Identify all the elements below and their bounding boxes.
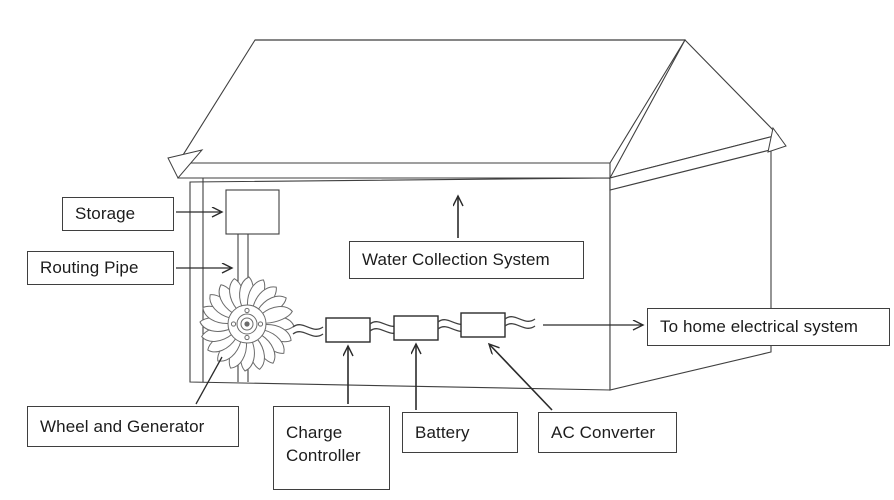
label-wheel-and-generator[interactable]: Wheel and Generator xyxy=(27,406,239,447)
label-storage-text: Storage xyxy=(75,204,136,224)
electrical-component-chain xyxy=(292,312,536,343)
house-roof xyxy=(167,39,787,191)
ac-converter-unit xyxy=(460,312,506,338)
connector-arrows xyxy=(176,196,643,411)
water-wheel-turbine xyxy=(199,276,295,372)
label-charge-controller-line2: Controller xyxy=(286,446,361,466)
leader-wheel-and-generator xyxy=(195,356,223,405)
label-to-home-electrical-system-text: To home electrical system xyxy=(660,317,859,337)
label-water-collection-system-text: Water Collection System xyxy=(362,250,550,270)
battery-unit xyxy=(393,315,439,341)
label-storage[interactable]: Storage xyxy=(62,197,174,231)
arrow-ac-converter xyxy=(489,344,553,411)
charge-controller-unit xyxy=(325,317,371,343)
label-charge-controller[interactable]: Charge Controller xyxy=(273,406,390,490)
label-ac-converter-text: AC Converter xyxy=(551,422,656,442)
label-water-collection-system[interactable]: Water Collection System xyxy=(349,241,584,279)
label-routing-pipe[interactable]: Routing Pipe xyxy=(27,251,174,285)
label-battery-text: Battery xyxy=(415,422,470,442)
label-to-home-electrical-system[interactable]: To home electrical system xyxy=(647,308,890,346)
water-storage-tank xyxy=(225,189,280,235)
label-battery[interactable]: Battery xyxy=(402,412,518,453)
label-wheel-and-generator-text: Wheel and Generator xyxy=(40,416,205,436)
label-routing-pipe-text: Routing Pipe xyxy=(40,258,139,278)
label-ac-converter[interactable]: AC Converter xyxy=(538,412,677,453)
label-charge-controller-line1: Charge xyxy=(286,423,343,442)
